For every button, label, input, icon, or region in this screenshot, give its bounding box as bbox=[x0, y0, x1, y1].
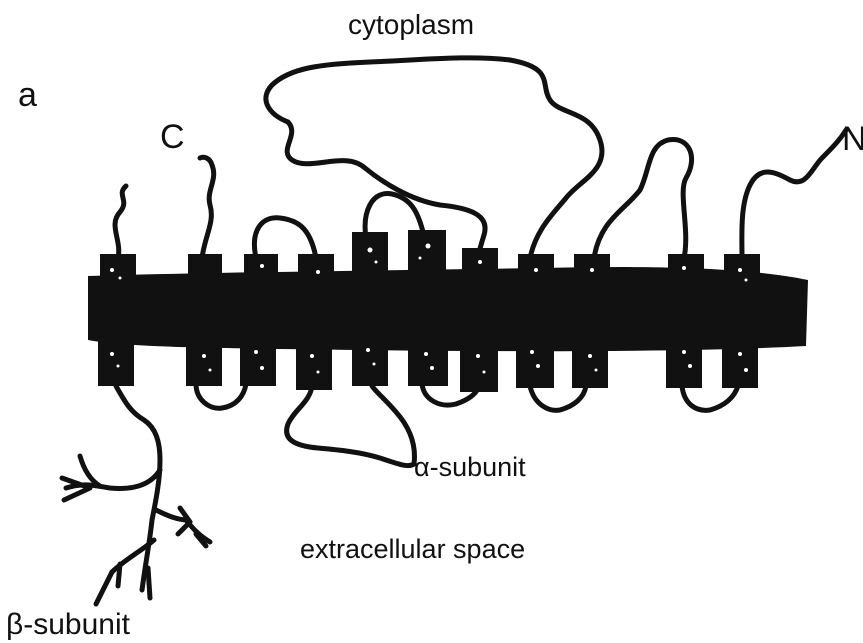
cytoplasm-label: cytoplasm bbox=[348, 9, 474, 40]
alpha-extracellular-loop bbox=[287, 386, 415, 466]
beta-cytoplasmic-tail bbox=[115, 186, 126, 258]
alpha-subunit-label: α-subunit bbox=[414, 452, 526, 482]
extracellular-space-label: extracellular space bbox=[300, 534, 525, 564]
c-terminus-tail bbox=[200, 157, 214, 258]
beta-subunit-label: β-subunit bbox=[6, 608, 131, 641]
n-terminus-tail bbox=[742, 130, 846, 258]
cytoplasmic-loop bbox=[266, 58, 602, 258]
n-terminus-label: N bbox=[842, 120, 863, 158]
cytoplasmic-short-loops bbox=[254, 140, 691, 258]
panel-label: a bbox=[18, 76, 37, 114]
beta-subunit-glycan-tree bbox=[62, 386, 210, 604]
c-terminus-label: C bbox=[160, 118, 185, 156]
